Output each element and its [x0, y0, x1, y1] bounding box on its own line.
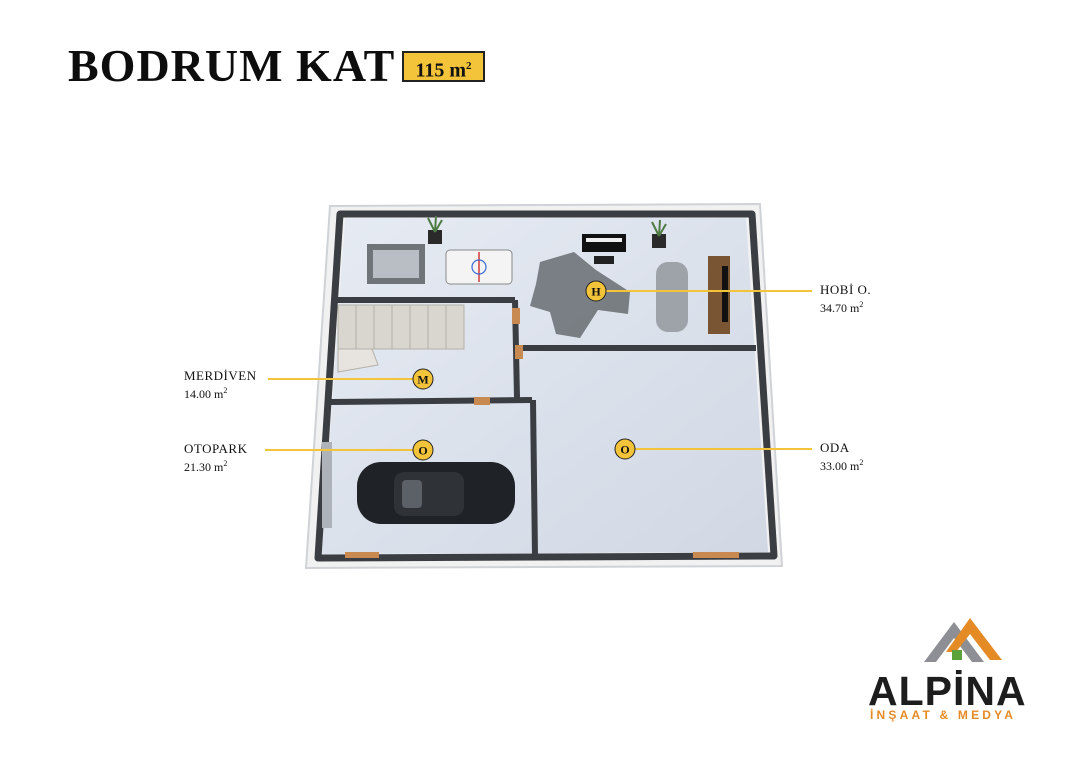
room-name-merdiven: MERDİVEN	[184, 368, 257, 383]
room-area-oda: 33.00 m2	[820, 455, 863, 474]
page-title: BODRUM KAT	[68, 40, 396, 91]
marker-hobi-letter: H	[591, 285, 601, 299]
plants	[427, 215, 667, 248]
room-name-otopark: OTOPARK	[184, 441, 248, 456]
marker-merdiven: M	[412, 368, 434, 390]
room-name-oda: ODA	[820, 440, 850, 455]
marker-merdiven-letter: M	[417, 373, 428, 387]
room-name-hobi: HOBİ O.	[820, 282, 872, 297]
leader-lines	[265, 290, 812, 451]
marker-oda-letter: O	[620, 443, 629, 457]
room-area-merdiven-sup: 2	[223, 386, 228, 395]
foosball-table	[367, 244, 425, 284]
brand-logo-mark	[924, 618, 1002, 662]
marker-otopark: O	[412, 439, 434, 461]
room-label-hobi: HOBİ O. 34.70 m2	[820, 282, 871, 316]
brand-subtitle: İNŞAAT & MEDYA	[870, 708, 1017, 722]
car	[357, 462, 515, 524]
logo-window-green	[952, 650, 962, 660]
room-area-otopark-value: 21.30 m	[184, 460, 224, 474]
room-area-merdiven-value: 14.00 m	[184, 387, 224, 401]
sofa	[656, 262, 688, 332]
air-hockey-table	[445, 249, 513, 285]
marker-otopark-letter: O	[418, 444, 427, 458]
room-area-hobi: 34.70 m2	[820, 297, 871, 316]
room-area-hobi-value: 34.70 m	[820, 301, 860, 315]
total-area-value: 115 m	[415, 59, 467, 82]
puzzle-rug	[530, 252, 630, 338]
door-frames	[345, 308, 739, 558]
logo-roof-orange	[946, 618, 1002, 660]
marker-hobi: H	[585, 280, 607, 302]
tv-unit	[708, 256, 730, 334]
room-area-otopark: 21.30 m2	[184, 456, 247, 475]
room-area-merdiven: 14.00 m2	[184, 383, 257, 402]
room-label-otopark: OTOPARK 21.30 m2	[184, 441, 247, 475]
room-area-hobi-sup: 2	[859, 300, 864, 309]
room-area-oda-sup: 2	[859, 458, 864, 467]
room-label-merdiven: MERDİVEN 14.00 m2	[184, 368, 257, 402]
brand-name: ALPİNA	[868, 668, 1027, 714]
room-area-oda-value: 33.00 m	[820, 459, 860, 473]
logo-roof-gray	[924, 622, 984, 662]
staircase	[337, 304, 465, 373]
total-area-unit-sup: 2	[466, 60, 472, 72]
total-area-badge: 115 m2	[402, 51, 485, 82]
room-label-oda: ODA 33.00 m2	[820, 440, 863, 474]
marker-oda: O	[614, 438, 636, 460]
room-area-otopark-sup: 2	[223, 459, 228, 468]
garage-door-strip	[322, 442, 332, 528]
piano	[582, 234, 626, 264]
